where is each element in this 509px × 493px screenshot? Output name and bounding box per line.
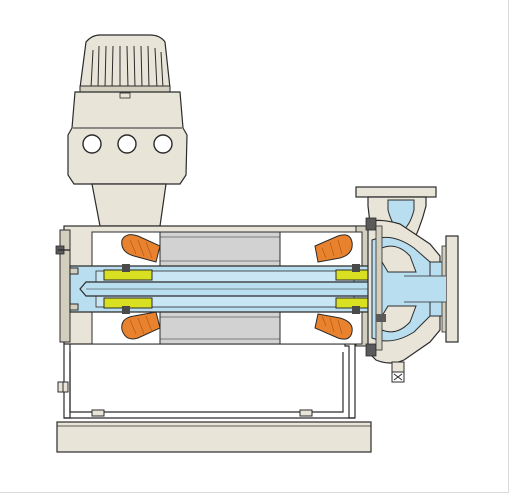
rear-cover-screws [69,267,79,311]
intermediate-flange-bolts [365,217,386,357]
base-plate [56,421,372,453]
cable-gland-2 [117,134,137,154]
cable-gland-1 [82,134,102,154]
support-frame [63,334,356,419]
impeller-lower [377,305,417,333]
cable-gland-3 [153,134,173,154]
terminal-box-neck [91,183,167,227]
cooling-fins [90,45,164,89]
frame-bolts [57,381,313,417]
terminal-box-cover [79,34,171,93]
rear-bearing-lower [103,297,153,314]
rotor-shaft [79,281,409,297]
impeller-upper [377,245,417,273]
terminal-box [67,91,188,185]
winding-hatching [129,239,343,335]
rear-bearing-upper [103,264,153,281]
pump-casing [355,186,459,383]
